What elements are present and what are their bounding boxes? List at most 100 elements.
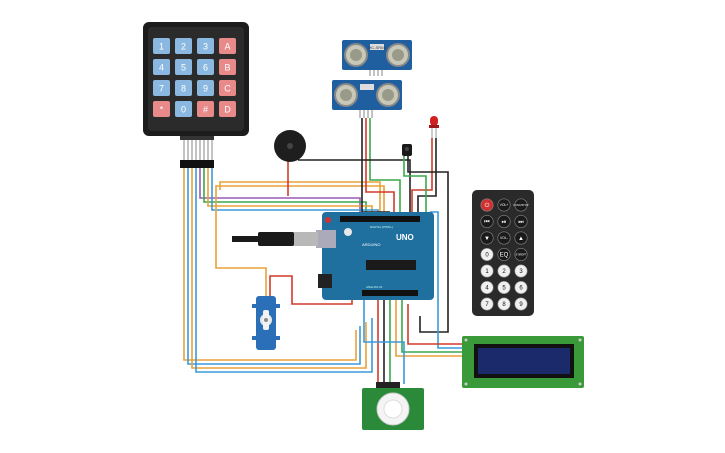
remote-button[interactable] — [514, 198, 528, 212]
wire-orange-left — [215, 185, 385, 258]
remote-button-label: 0 — [485, 253, 489, 259]
keypad-key-label: 6 — [203, 63, 208, 73]
keypad-key-label: 7 — [159, 84, 164, 94]
keypad-key-label: 1 — [159, 42, 164, 52]
remote-button[interactable] — [514, 297, 528, 311]
analog-header — [362, 290, 418, 296]
keypad-key-label: 5 — [181, 63, 186, 73]
lcd-16x2[interactable] — [462, 336, 584, 388]
wire-lcd-4 — [395, 300, 462, 357]
keypad-key[interactable] — [197, 101, 214, 117]
keypad-key-label: C — [224, 84, 231, 94]
keypad-key[interactable] — [219, 38, 236, 54]
remote-button[interactable] — [480, 231, 494, 245]
keypad-key-label: B — [224, 63, 230, 73]
wire-servo-red — [269, 275, 353, 305]
remote-button[interactable] — [497, 280, 511, 294]
keypad-key[interactable] — [153, 80, 170, 96]
remote-button[interactable] — [480, 215, 494, 229]
remote-button[interactable] — [480, 297, 494, 311]
keypad-key[interactable] — [153, 101, 170, 117]
ultrasonic-sensor-2[interactable] — [332, 80, 402, 118]
wire-orange-top — [219, 181, 381, 216]
remote-button[interactable] — [514, 215, 528, 229]
keypad-key[interactable] — [197, 38, 214, 54]
wire-keypad-6 — [203, 168, 367, 216]
remote-button[interactable] — [514, 264, 528, 278]
lcd-screen — [478, 348, 570, 374]
keypad-key[interactable] — [219, 101, 236, 117]
usb-port — [316, 230, 336, 248]
wires — [183, 118, 462, 384]
remote-button-label: FUNC/STOP — [514, 203, 529, 207]
keypad-key-label: 3 — [203, 42, 208, 52]
remote-button[interactable] — [480, 264, 494, 278]
remote-button[interactable] — [497, 264, 511, 278]
remote-button-label: 2 — [502, 269, 506, 275]
keypad-key[interactable] — [219, 80, 236, 96]
remote-button[interactable] — [497, 198, 511, 212]
ir-receiver[interactable] — [402, 144, 412, 156]
piezo-buzzer[interactable] — [274, 130, 306, 162]
remote-button[interactable] — [497, 231, 511, 245]
arduino-uno[interactable]: UNO ARDUINO DIGITAL (PWM~) ANALOG IN — [316, 212, 434, 300]
keypad-key[interactable] — [197, 80, 214, 96]
led-red[interactable] — [429, 116, 439, 138]
wire-keypad-1 — [183, 168, 357, 361]
usb-cable — [232, 232, 318, 246]
wire-ir-black — [407, 156, 449, 333]
wire-led-red — [411, 138, 433, 216]
ultrasonic-sensor-1[interactable]: HC-SR04 — [342, 40, 412, 76]
keypad-cable — [180, 136, 214, 140]
remote-button-label: ▲ — [518, 236, 524, 242]
wire-lcd-1 — [430, 211, 462, 349]
remote-button-label: 3 — [519, 269, 523, 275]
wire-us-green — [369, 118, 401, 216]
keypad-pins — [183, 140, 213, 160]
pir-sensor[interactable] — [362, 382, 424, 430]
board-name: UNO — [396, 233, 414, 242]
remote-button-label: 4 — [485, 286, 489, 292]
servo-motor[interactable] — [252, 296, 280, 350]
keypad-key-label: D — [224, 105, 231, 115]
remote-button[interactable] — [480, 198, 494, 212]
power-jack — [318, 274, 332, 288]
remote-button[interactable] — [497, 248, 511, 262]
remote-button[interactable] — [497, 297, 511, 311]
remote-button-label: ⏭ — [518, 220, 524, 226]
reset-button — [325, 217, 331, 223]
keypad-key[interactable] — [197, 59, 214, 75]
remote-button-label: ⏻ — [485, 202, 490, 209]
remote-button-label: ▼ — [484, 236, 490, 242]
keypad-key[interactable] — [175, 59, 192, 75]
keypad-key[interactable] — [175, 80, 192, 96]
analog-label: ANALOG IN — [366, 285, 382, 289]
remote-button-label: 5 — [502, 286, 506, 292]
keypad-key[interactable] — [219, 59, 236, 75]
wire-buzzer-black — [298, 159, 411, 216]
remote-button-label: VOL+ — [500, 203, 509, 207]
keypad-key-label: 8 — [181, 84, 186, 94]
keypad-key[interactable] — [153, 38, 170, 54]
wire-ir-green — [403, 156, 427, 216]
remote-button-label: 8 — [502, 302, 506, 308]
remote-button-label: EQ — [500, 253, 509, 259]
keypad-key[interactable] — [153, 59, 170, 75]
keypad-key[interactable] — [175, 38, 192, 54]
keypad-header — [180, 160, 214, 168]
digital-label: DIGITAL (PWM~) — [370, 225, 393, 229]
remote-button[interactable] — [480, 248, 494, 262]
keypad-key[interactable] — [175, 101, 192, 117]
remote-button-label: ⏮ — [484, 220, 490, 226]
remote-button[interactable] — [514, 280, 528, 294]
board-brand: ARDUINO — [362, 242, 380, 247]
remote-button[interactable] — [514, 231, 528, 245]
wire-servo-orange — [215, 258, 267, 296]
remote-button[interactable] — [497, 215, 511, 229]
remote-button[interactable] — [480, 280, 494, 294]
remote-button[interactable] — [514, 248, 528, 262]
wire-keypad-5 — [199, 168, 361, 216]
